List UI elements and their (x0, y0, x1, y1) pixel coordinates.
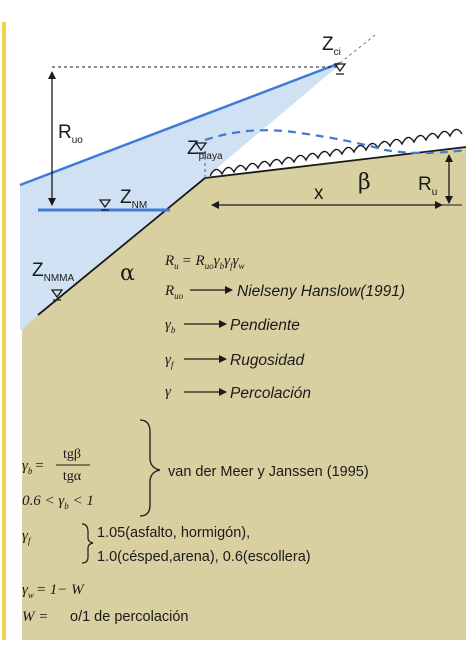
beach-water-dashed-line (204, 129, 467, 155)
z-nmma-label: ZNMMA (32, 260, 74, 284)
z-ci-marker-icon (333, 63, 347, 75)
r-uo-label: Ruo (58, 122, 83, 146)
runup-water-line (19, 61, 341, 187)
gf-value-line2: 1.0(césped,arena), 0.6(escollera) (97, 549, 311, 565)
ruo-description: Nielseny Hanslow(1991) (237, 283, 405, 300)
gf-symbol: γf (165, 352, 175, 370)
ru-formula: Ru= Ruoγbγfγw (164, 253, 245, 271)
alpha-label: α (120, 261, 135, 286)
w-equation-rhs: o/1 de percolación (70, 609, 189, 625)
gf-description: Rugosidad (230, 352, 305, 369)
gf-eq-lhs: γf (22, 528, 32, 546)
r-u-label: Ru (418, 174, 437, 198)
curly-brace-gf (81, 523, 94, 564)
gf-value-line1: 1.05(asfalto, hormigón), (97, 525, 250, 541)
z-ci-label: Zci (322, 34, 341, 58)
vdm-reference: van der Meer y Janssen (1995) (168, 464, 369, 480)
beach-roughness (209, 128, 463, 177)
gb-numerator: tgβ (63, 447, 81, 462)
curly-brace-vdm (139, 419, 161, 517)
gb-denominator: tgα (63, 469, 82, 484)
gb-eq-lhs: γb= (22, 458, 45, 476)
accent-bar (2, 22, 6, 640)
gw-equation: γw= 1− W (22, 582, 85, 600)
z-nm-marker-icon (98, 199, 112, 211)
sand-body (22, 147, 466, 640)
guide-line (339, 34, 376, 64)
gb-symbol: γb (165, 317, 176, 335)
gb-description: Pendiente (230, 317, 300, 334)
gb-range: 0.6 < γb < 1 (22, 493, 94, 511)
gw-description: Percolación (230, 385, 311, 402)
beta-label: β (358, 170, 371, 195)
ruo-symbol: Ruo (164, 283, 184, 301)
x-label: x (314, 183, 324, 204)
z-nmma-marker-icon (50, 289, 64, 301)
water-body (20, 62, 343, 315)
z-nm-label: ZNM (120, 187, 147, 211)
water-toe (20, 315, 38, 330)
z-playa-label: Zplaya (187, 138, 223, 162)
z-playa-marker-icon (194, 142, 208, 154)
gw-symbol: γ (165, 384, 172, 400)
w-equation-lhs: W = (22, 609, 48, 625)
